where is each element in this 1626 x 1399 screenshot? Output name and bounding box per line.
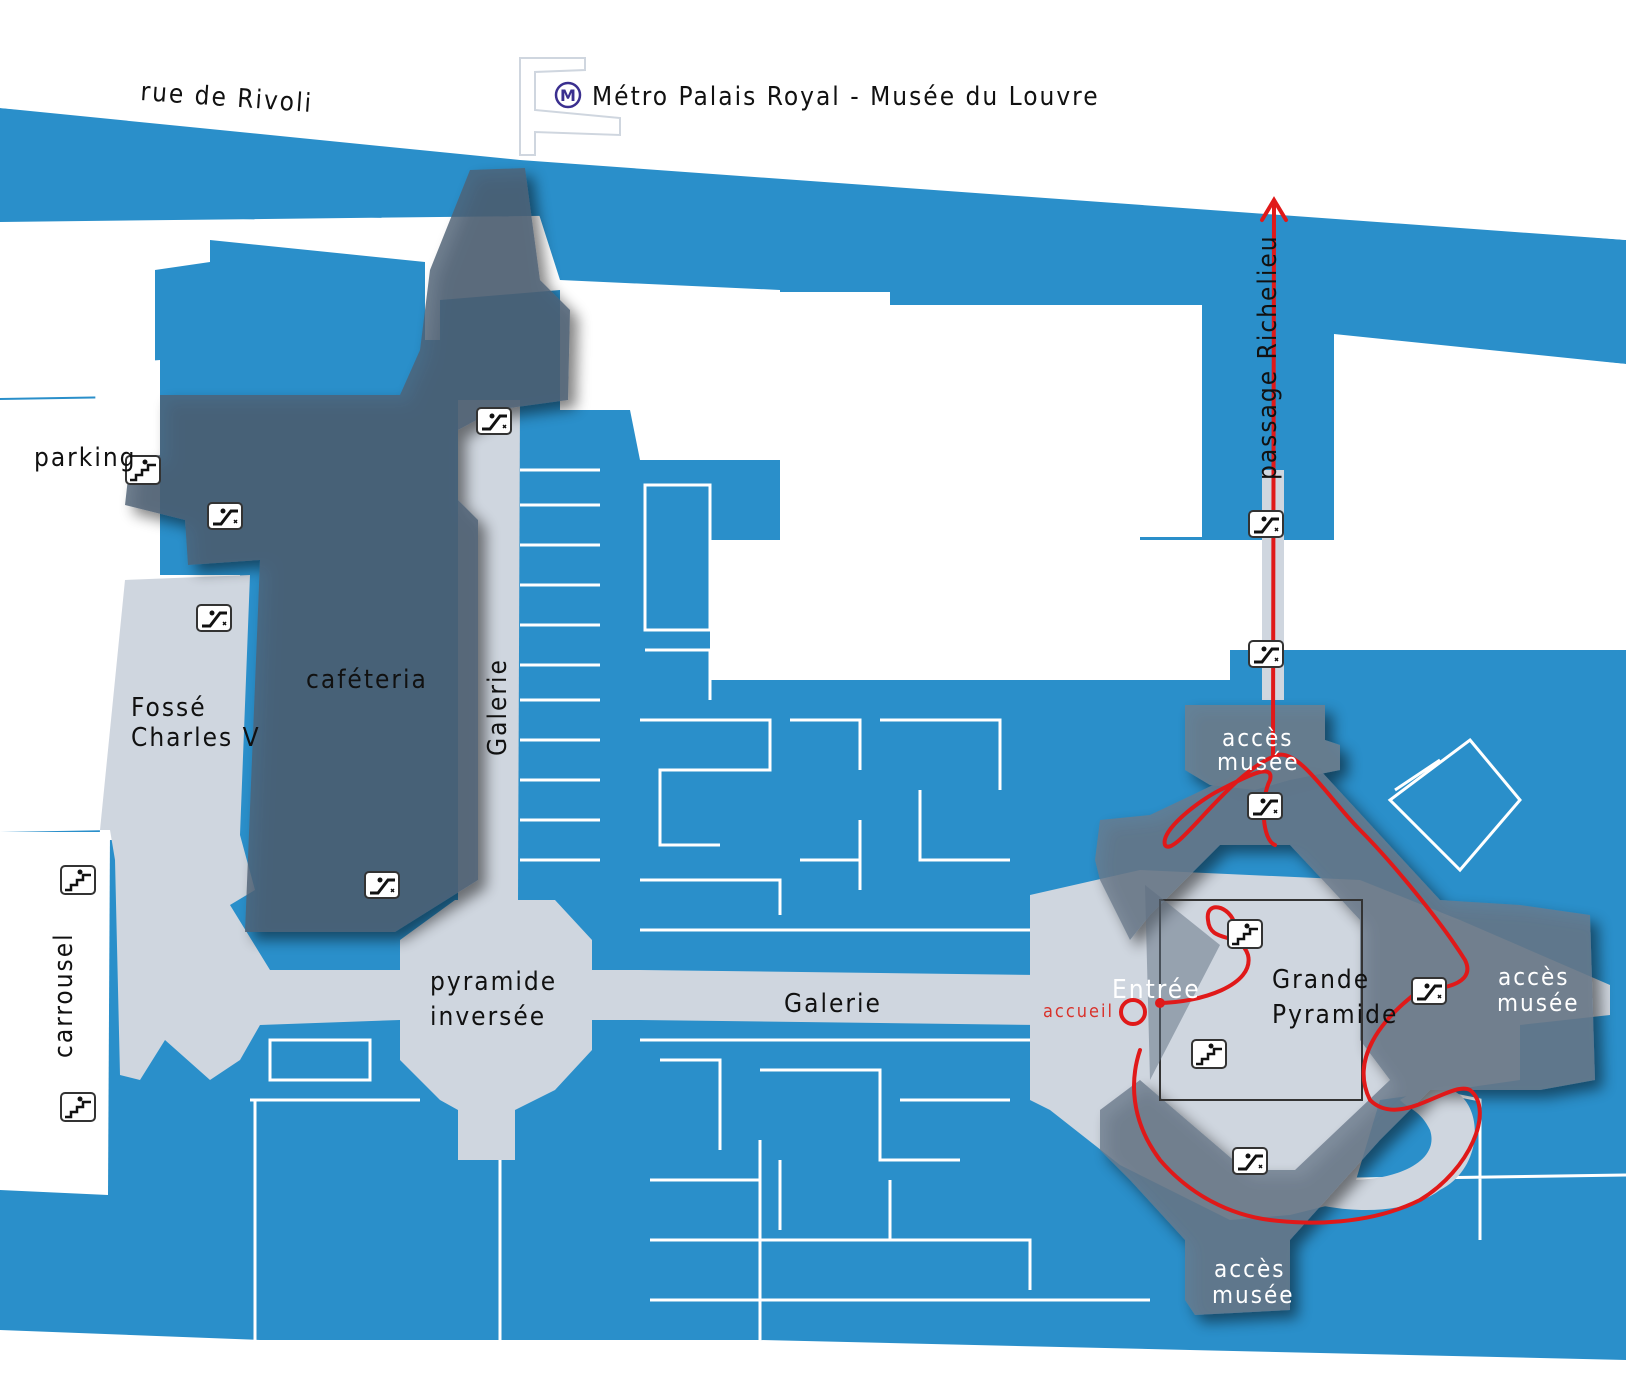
escalator-icon (206, 501, 244, 531)
escalator-icon (1247, 639, 1285, 669)
street-north (0, 0, 1626, 240)
escalator-icon (195, 603, 233, 633)
stairs-icon (1226, 918, 1264, 950)
escalator-icon (363, 870, 401, 900)
courtyard-2 (890, 305, 1202, 537)
zone-cafeteria (125, 168, 570, 932)
metro-entrance-shape (519, 57, 621, 156)
accueil-label: accueil (1043, 1001, 1114, 1022)
stairs-icon (59, 1091, 97, 1123)
grande-pyramide-line1: Grande (1272, 965, 1370, 995)
zone-pyramid-ring (1095, 770, 1595, 1315)
corridor-fosse (100, 575, 400, 1080)
courtyard-4 (710, 540, 1230, 680)
escalator-icon (1231, 1146, 1269, 1176)
acces-musee-east-line1: accès (1498, 963, 1570, 991)
dark-zones (125, 168, 1595, 1315)
escalator-icon (1246, 791, 1284, 821)
escalator-icon (1247, 509, 1285, 539)
svg-text:M: M (560, 86, 576, 105)
galerie-main-label: Galerie (784, 989, 882, 1019)
escalator-icon (475, 406, 513, 436)
corridor-east-arc (1300, 1087, 1475, 1210)
acces-musee-south-line1: accès (1214, 1255, 1286, 1283)
galerie-vertical-label: Galerie (483, 658, 513, 756)
courtyard-3 (1334, 338, 1626, 650)
grande-pyramide-line2: Pyramide (1272, 1000, 1398, 1030)
carrousel-label: carrousel (49, 932, 79, 1058)
pyramide-inversee-line1: pyramide (430, 967, 557, 997)
acces-musee-east-line2: musée (1497, 989, 1580, 1017)
entree-label: Entrée (1112, 975, 1201, 1005)
escalator-icon (1410, 976, 1448, 1006)
info-point-icon (1119, 998, 1147, 1026)
labels: rue de Rivoli Métro Palais Royal - Musée… (34, 77, 1580, 1309)
metro-icon: M (554, 81, 582, 109)
cafeteria-label: caféteria (306, 665, 428, 695)
passage-richelieu-label: passage Richelieu (1253, 234, 1283, 480)
pyramide-shadow-triangle (1145, 885, 1220, 1080)
acces-musee-north-line2: musée (1217, 748, 1300, 776)
acces-musee-north-line1: accès (1222, 724, 1294, 752)
ground-south-white (0, 1330, 1626, 1399)
stairs-icon (1190, 1038, 1228, 1070)
acces-musee-south-line2: musée (1212, 1281, 1295, 1309)
metro-label: Métro Palais Royal - Musée du Louvre (592, 82, 1100, 112)
accueil-marker (1119, 998, 1165, 1026)
parking-label: parking (34, 443, 137, 473)
corridor-pyramide-inversee (400, 900, 592, 1160)
stairs-icon (59, 864, 97, 896)
building-north-strip (0, 108, 1626, 540)
fosse-label-line1: Fossé (131, 693, 207, 723)
fosse-label-line2: Charles V (131, 723, 261, 753)
zone-north-acces (1185, 705, 1340, 790)
pyramide-inversee-line2: inversée (430, 1002, 546, 1032)
